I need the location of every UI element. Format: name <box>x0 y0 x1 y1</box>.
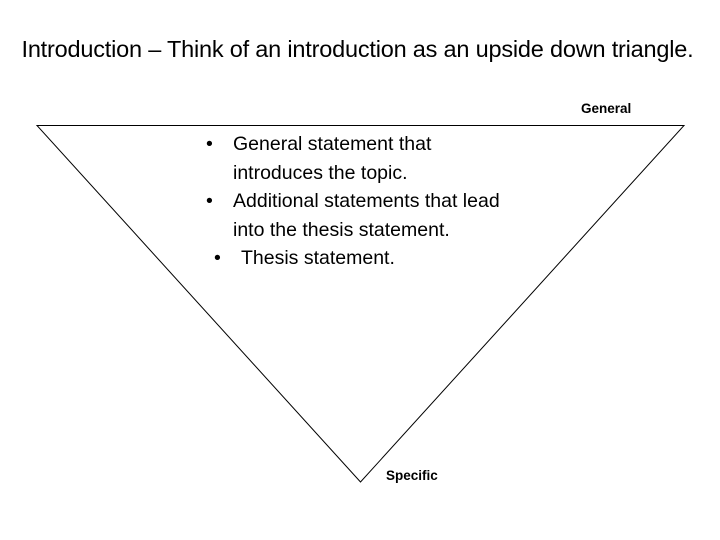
bullet-marker-icon: • <box>206 133 213 155</box>
triangle-top-label-general: General <box>581 101 632 116</box>
list-item-label: General statement that introduces the to… <box>233 133 432 184</box>
bullet-list: • General statement that introduces the … <box>186 130 526 273</box>
list-item: • Thesis statement. <box>186 244 526 273</box>
list-item-label: Additional statements that lead into the… <box>233 190 500 241</box>
list-item: • Additional statements that lead into t… <box>186 187 526 244</box>
bullet-marker-icon: • <box>214 247 221 269</box>
triangle-bottom-label-specific: Specific <box>386 468 438 483</box>
slide-title: Introduction – Think of an introduction … <box>21 36 694 62</box>
bullet-marker-icon: • <box>206 190 213 212</box>
list-item-label: Thesis statement. <box>241 247 395 269</box>
list-item: • General statement that introduces the … <box>186 130 526 187</box>
